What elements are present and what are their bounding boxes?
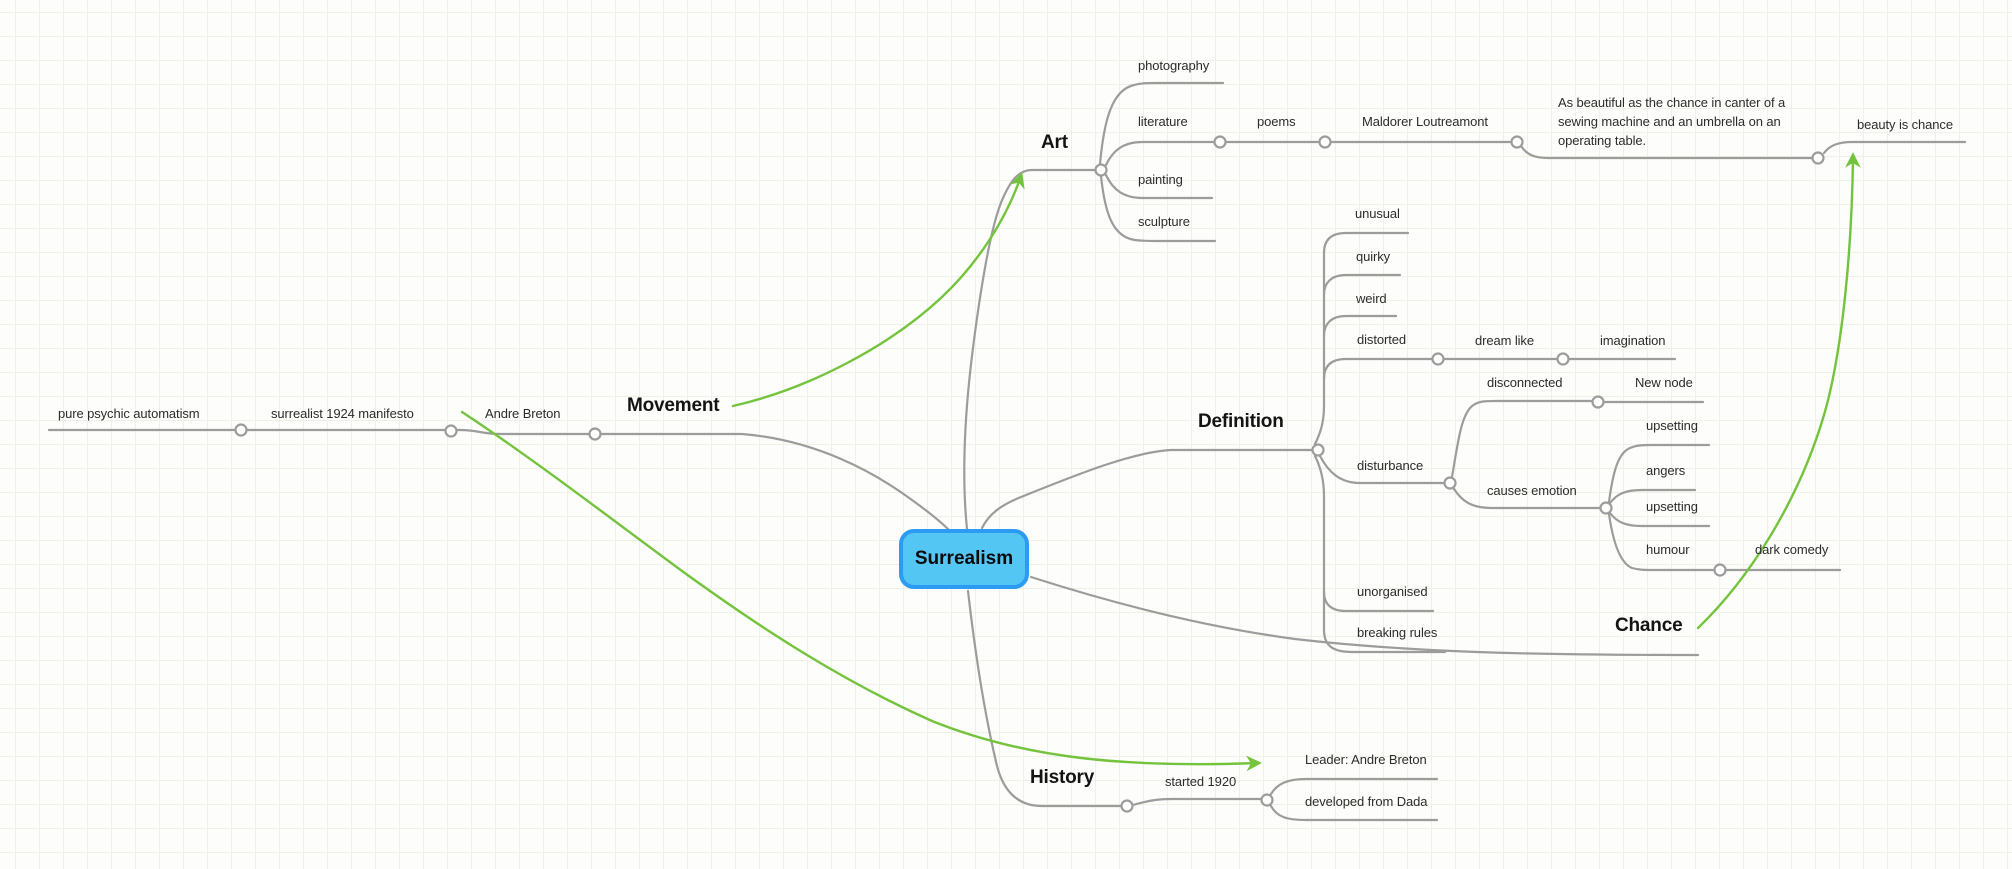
node-label-beauty-is-chance[interactable]: beauty is chance: [1857, 117, 1953, 132]
node-label-new-node[interactable]: New node: [1635, 375, 1693, 390]
branch-label-definition[interactable]: Definition: [1198, 411, 1284, 432]
edge-definition-trunk[interactable]: [980, 448, 1314, 530]
junction-automatism[interactable]: [234, 423, 248, 437]
edge-photography[interactable]: [1098, 81, 1225, 166]
junction-maldorer[interactable]: [1510, 135, 1524, 149]
edge-causes-emotion[interactable]: [1452, 487, 1602, 510]
edge-unusual[interactable]: [1313, 231, 1410, 446]
junction-manifesto[interactable]: [444, 424, 458, 438]
junction-started-1920[interactable]: [1260, 793, 1274, 807]
edge-painting[interactable]: [1104, 173, 1214, 200]
node-label-upsetting-1[interactable]: upsetting: [1646, 418, 1698, 433]
junction-disturbance[interactable]: [1443, 476, 1457, 490]
node-label-unusual[interactable]: unusual: [1355, 206, 1400, 221]
node-label-leader-andre-breton[interactable]: Leader: Andre Breton: [1305, 752, 1427, 767]
edge-weird[interactable]: [1322, 314, 1398, 338]
cross-link-andre-breton-to-leader[interactable]: [460, 410, 1262, 772]
junction-definition[interactable]: [1311, 443, 1325, 457]
junction-disconnected[interactable]: [1591, 395, 1605, 409]
node-label-causes-emotion[interactable]: causes emotion: [1487, 483, 1577, 498]
edge-upsetting-1[interactable]: [1607, 443, 1711, 504]
node-label-surrealist-1924-manifesto[interactable]: surrealist 1924 manifesto: [271, 406, 414, 421]
edge-upsetting-2[interactable]: [1608, 511, 1711, 528]
branch-label-movement[interactable]: Movement: [627, 395, 720, 416]
junction-andre-breton[interactable]: [588, 427, 602, 441]
node-label-andre-breton[interactable]: Andre Breton: [485, 406, 561, 421]
junction-quote[interactable]: [1811, 151, 1825, 165]
edge-breaking-rules[interactable]: [1313, 454, 1447, 654]
junction-humour[interactable]: [1713, 563, 1727, 577]
node-label-humour[interactable]: humour: [1646, 542, 1690, 557]
edge-disconnected[interactable]: [1450, 399, 1594, 479]
edge-chance-trunk[interactable]: [1029, 575, 1700, 657]
edge-beauty-is-chance[interactable]: [1822, 140, 1967, 155]
branch-label-history[interactable]: History: [1030, 767, 1095, 788]
node-label-distorted[interactable]: distorted: [1357, 332, 1406, 347]
node-label-disconnected[interactable]: disconnected: [1487, 375, 1563, 390]
edge-distorted[interactable]: [1322, 357, 1434, 381]
cross-link-movement-to-art[interactable]: [731, 172, 1025, 408]
junction-history[interactable]: [1120, 799, 1134, 813]
cross-link-chance-to-beauty[interactable]: [1696, 152, 1861, 630]
node-label-quirky[interactable]: quirky: [1356, 249, 1391, 264]
junction-distorted[interactable]: [1431, 352, 1445, 366]
node-label-poems[interactable]: poems: [1257, 114, 1296, 129]
node-label-upsetting-2[interactable]: upsetting: [1646, 499, 1698, 514]
node-label-pure-psychic-automatism[interactable]: pure psychic automatism: [58, 406, 200, 421]
node-label-photography[interactable]: photography: [1138, 58, 1210, 73]
branch-label-art[interactable]: Art: [1041, 132, 1068, 153]
node-label-dream-like[interactable]: dream like: [1475, 333, 1534, 348]
node-label-started-1920[interactable]: started 1920: [1165, 774, 1237, 789]
edge-developed[interactable]: [1269, 804, 1439, 822]
node-label-sculpture[interactable]: sculpture: [1138, 214, 1190, 229]
node-label-dark-comedy[interactable]: dark comedy: [1755, 542, 1829, 557]
edge-literature[interactable]: [1104, 140, 1216, 167]
node-label-disturbance[interactable]: disturbance: [1357, 458, 1424, 473]
edge-history-trunk[interactable]: [966, 589, 1123, 808]
edge-quote[interactable]: [1519, 144, 1814, 160]
node-label-painting[interactable]: painting: [1138, 172, 1183, 187]
edge-quirky[interactable]: [1322, 273, 1402, 297]
junction-art[interactable]: [1094, 163, 1108, 177]
edge-disturbance[interactable]: [1318, 454, 1446, 485]
edge-leader[interactable]: [1269, 777, 1439, 796]
branch-label-chance[interactable]: Chance: [1615, 615, 1683, 636]
edge-movement-chain[interactable]: [47, 428, 591, 436]
node-label-weird[interactable]: weird: [1356, 291, 1387, 306]
junction-literature[interactable]: [1213, 135, 1227, 149]
edge-angers[interactable]: [1608, 488, 1697, 505]
node-label-breaking-rules[interactable]: breaking rules: [1357, 625, 1438, 640]
edge-unorganised[interactable]: [1322, 590, 1435, 613]
node-label-literature[interactable]: literature: [1138, 114, 1188, 129]
node-label-developed-from-dada[interactable]: developed from Dada: [1305, 794, 1428, 809]
node-label-quote[interactable]: As beautiful as the chance in canter of …: [1558, 95, 1786, 148]
node-label-unorganised[interactable]: unorganised: [1357, 584, 1428, 599]
edge-movement-to-root[interactable]: [599, 432, 951, 532]
edge-started-1920[interactable]: [1131, 797, 1263, 807]
edge-sculpture[interactable]: [1099, 174, 1217, 243]
junction-poems[interactable]: [1318, 135, 1332, 149]
root-node-surrealism[interactable]: Surrealism: [899, 529, 1029, 589]
node-label-angers[interactable]: angers: [1646, 463, 1686, 478]
edge-humour[interactable]: [1607, 512, 1716, 572]
node-label-maldorer-loutreamont[interactable]: Maldorer Loutreamont: [1362, 114, 1488, 129]
junction-dream-like[interactable]: [1556, 352, 1570, 366]
junction-causes-emotion[interactable]: [1599, 501, 1613, 515]
node-label-imagination[interactable]: imagination: [1600, 333, 1666, 348]
